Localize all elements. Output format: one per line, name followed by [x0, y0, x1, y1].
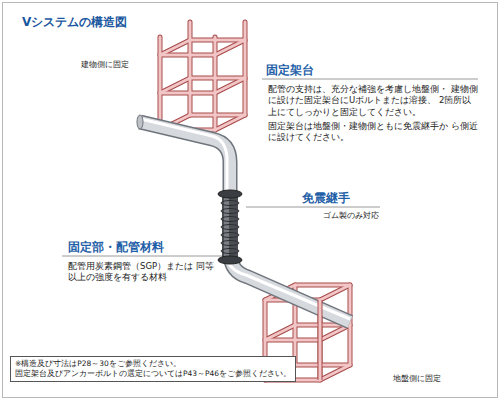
bellows-ring: [221, 209, 239, 214]
bellows-ring: [221, 217, 239, 222]
leader-line: [262, 79, 478, 80]
callout-heading: 免震継手: [300, 190, 352, 206]
bellows-ring: [221, 249, 239, 254]
callout-heading: 固定架台: [264, 62, 316, 78]
callout-body: 固定架台は地盤側・建物側ともに免震継手か ら側近に設けてください。: [268, 121, 480, 144]
callout-note: ゴム製のみ対応: [322, 211, 380, 222]
fixed-frame-building: [160, 22, 245, 130]
pipe: [137, 115, 350, 322]
bellows-ring: [221, 233, 239, 238]
bellows-ring: [221, 241, 239, 246]
callout-body: 配管用炭素鋼管（SGP）または 同等以上の強度を有する材料: [68, 261, 218, 284]
diagram-title: Vシステムの構造図: [22, 14, 127, 30]
fix-side-label: 建物側に固定: [80, 60, 130, 71]
note-box: ※構造及び寸法はP28～30をご参照ください。固定架台及びアンカーボルトの選定に…: [10, 356, 296, 382]
bellows-ring: [221, 225, 239, 230]
seismic-joint: [218, 190, 242, 264]
leader-line: [62, 256, 224, 257]
outer-frame: [3, 3, 498, 398]
fix-side-label: 地盤側に固定: [392, 374, 442, 385]
leader-line: [246, 207, 380, 208]
fixed-frame-front: [320, 300, 321, 380]
callout-body: 配管の支持は、充分な補強を考慮し地盤側・ 建物側に設けた固定架台にUボルトまたは…: [268, 84, 480, 118]
note-text: ※構造及び寸法はP28～30をご参照ください。: [15, 359, 291, 369]
bellows-ring: [221, 201, 239, 206]
note-text: 固定架台及びアンカーボルトの選定についてはP43～P46をご参照ください。: [15, 369, 291, 379]
callout-heading: 固定部・配管材料: [66, 239, 166, 255]
